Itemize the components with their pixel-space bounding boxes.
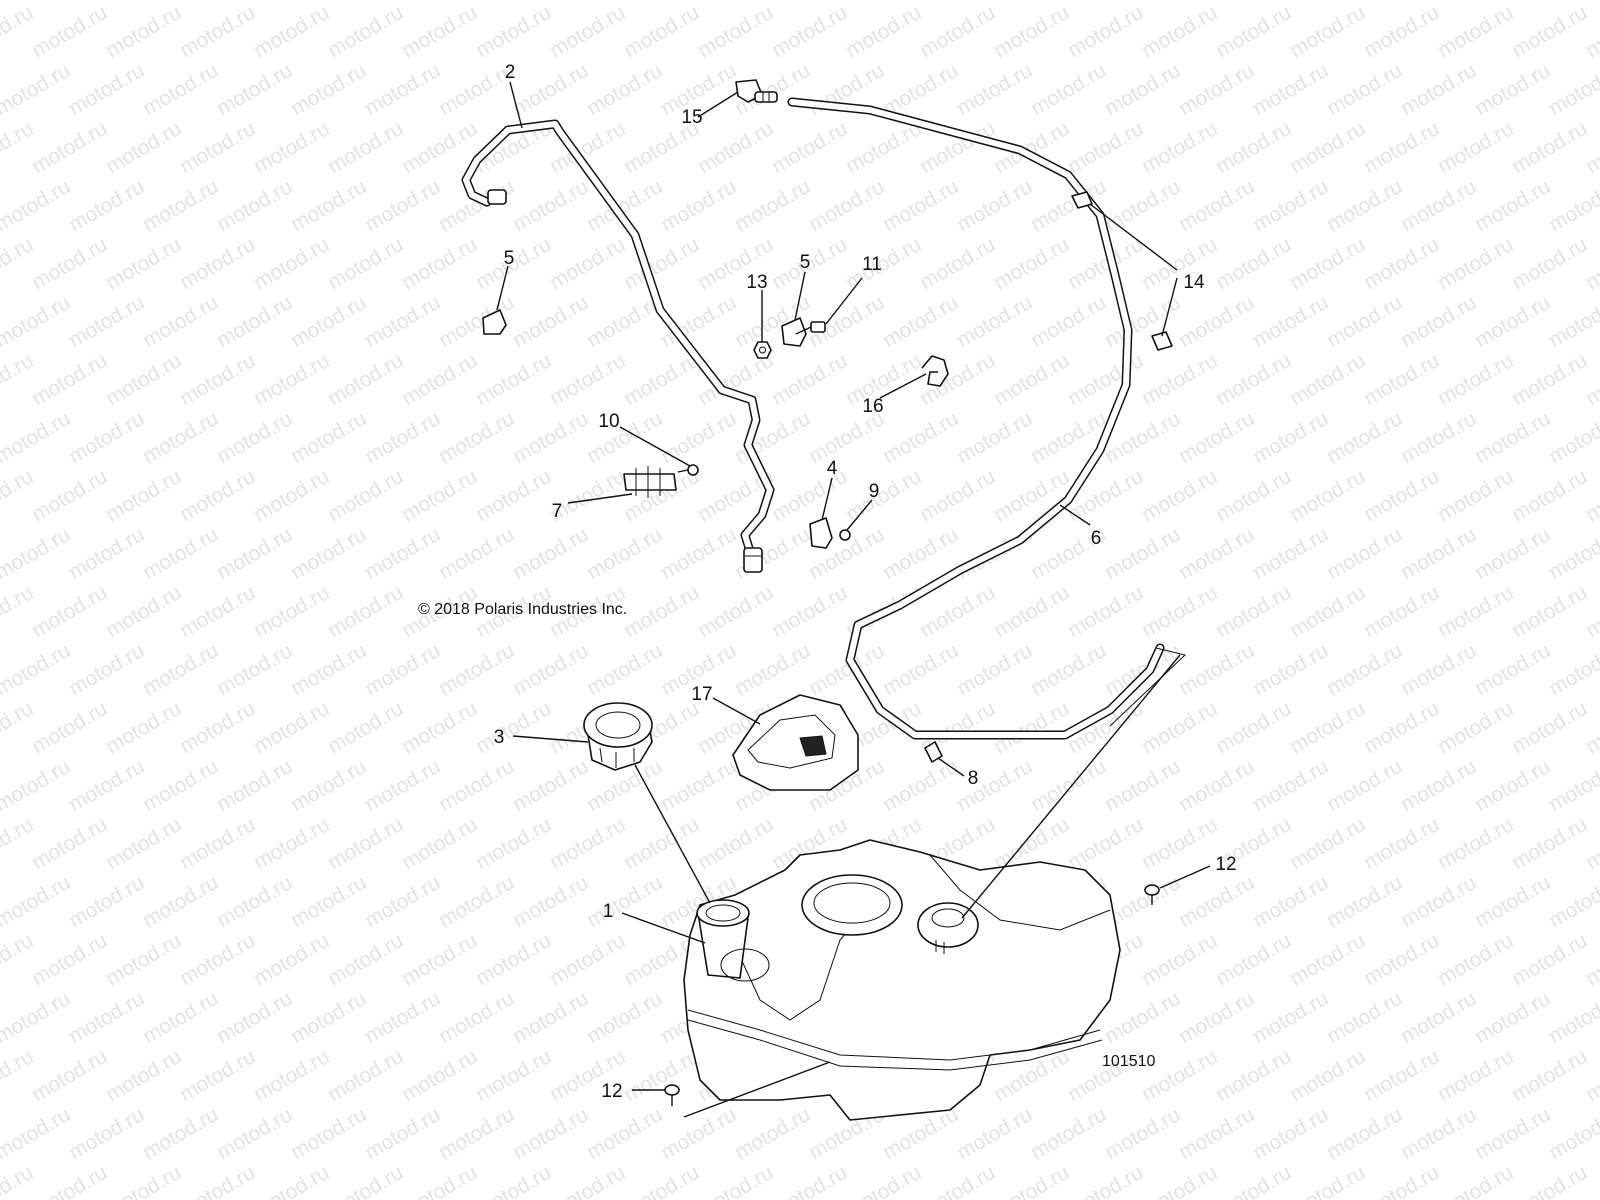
line-retainer <box>623 466 677 498</box>
push-nut <box>839 529 851 541</box>
bolt <box>795 321 826 335</box>
leader-lines <box>496 81 1211 1118</box>
fuel-tank <box>683 839 1121 1121</box>
vent-line-end-fitting <box>487 189 507 205</box>
callout-9: 9 <box>869 481 880 502</box>
vent-line-connector <box>743 547 763 573</box>
callout-12-left: 12 <box>601 1081 622 1102</box>
callout-1: 1 <box>603 901 614 922</box>
callout-12-right: 12 <box>1215 854 1236 875</box>
callout-7: 7 <box>552 501 563 522</box>
callout-11: 11 <box>862 254 882 275</box>
callout-16: 16 <box>862 396 883 417</box>
p-clamp-left <box>482 309 507 335</box>
p-clamp-center <box>781 317 807 347</box>
callout-4: 4 <box>827 458 838 479</box>
callout-6: 6 <box>1091 528 1102 549</box>
callout-labels: 2 5 15 13 5 11 16 14 10 7 4 9 6 3 17 8 1… <box>494 62 1237 1102</box>
callout-5-center: 5 <box>800 252 811 273</box>
callout-5-left: 5 <box>504 248 515 269</box>
fuel-line <box>787 97 1187 740</box>
hose-clamps <box>1071 191 1173 351</box>
routing-clip <box>921 355 949 387</box>
tank-fastener-right <box>1144 884 1160 905</box>
diagram-id: 101510 <box>1102 1053 1155 1070</box>
callout-17: 17 <box>691 684 712 705</box>
nut <box>753 341 772 359</box>
connector-clip <box>924 741 943 763</box>
filler-neck-shroud <box>732 694 859 791</box>
tank-fastener-left <box>664 1084 680 1106</box>
copyright-notice: © 2018 Polaris Industries Inc. <box>418 601 627 618</box>
callout-3: 3 <box>494 727 505 748</box>
quick-connect-fitting <box>735 79 778 103</box>
screw <box>677 464 699 476</box>
hose-clip <box>809 517 833 549</box>
callout-10: 10 <box>598 411 619 432</box>
fuel-cap <box>583 702 653 771</box>
callout-8: 8 <box>968 768 979 789</box>
callout-15: 15 <box>681 107 702 128</box>
callout-13: 13 <box>746 272 767 293</box>
callout-2: 2 <box>505 62 516 83</box>
vent-line <box>461 119 775 573</box>
callout-14: 14 <box>1183 272 1205 293</box>
